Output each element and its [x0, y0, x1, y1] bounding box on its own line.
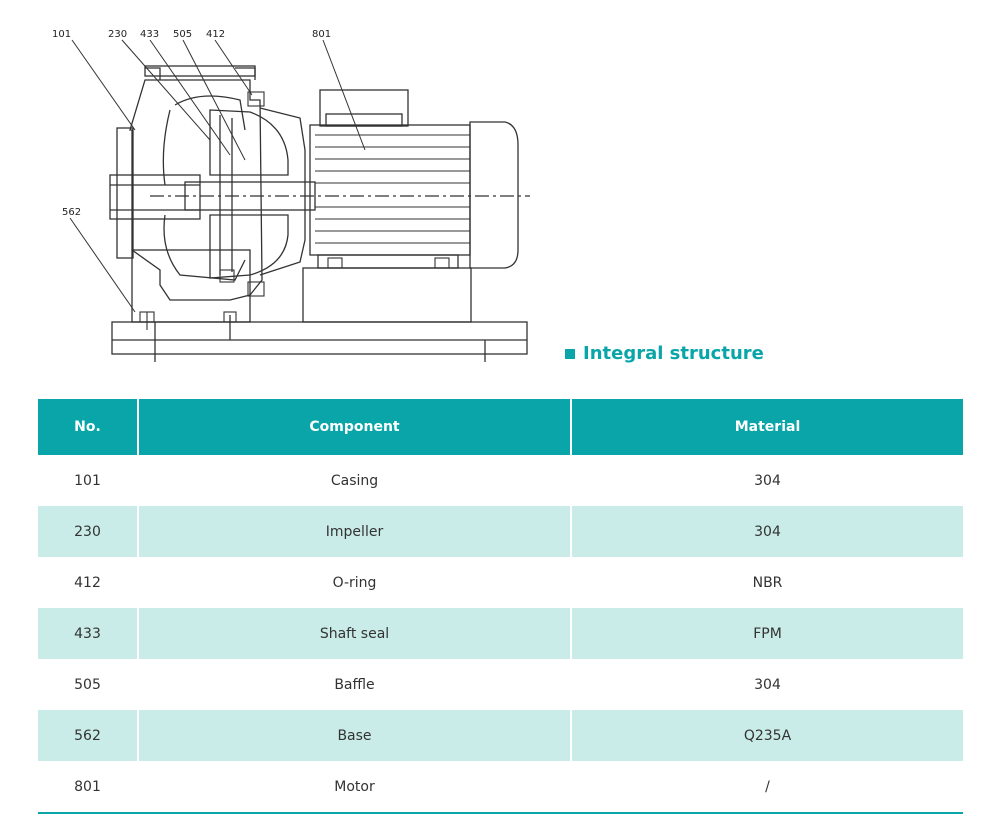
callout-505: 505 — [173, 29, 192, 40]
motor-body — [309, 124, 471, 256]
table-row: 562 Base Q235A — [38, 710, 963, 761]
cell-component: Impeller — [137, 506, 571, 557]
cell-no: 230 — [38, 506, 138, 557]
callout-101: 101 — [52, 29, 71, 40]
table-row: 433 Shaft seal FPM — [38, 608, 963, 659]
header-no: No. — [38, 399, 138, 455]
header-material: Material — [570, 399, 963, 455]
section-title-text: Integral structure — [583, 343, 764, 364]
impeller-outline — [209, 109, 289, 176]
table-row: 101 Casing 304 — [38, 455, 963, 506]
cell-component: O-ring — [137, 557, 571, 608]
base-plate — [111, 321, 528, 355]
square-bullet-icon — [565, 348, 575, 359]
cell-component: Shaft seal — [137, 608, 571, 659]
cell-material: FPM — [570, 608, 963, 659]
cell-material: 304 — [570, 455, 963, 506]
cell-no: 433 — [38, 608, 138, 659]
pump-cross-section-drawing: 101 230 433 505 412 801 562 — [52, 29, 530, 362]
cell-no: 562 — [38, 710, 138, 761]
cell-material: / — [570, 761, 963, 812]
cell-material: 304 — [570, 659, 963, 710]
section-title: Integral structure — [565, 343, 764, 364]
callout-433: 433 — [140, 29, 159, 40]
cell-component: Casing — [137, 455, 571, 506]
table-header-row: No. Component Material — [38, 399, 963, 455]
cell-material: Q235A — [570, 710, 963, 761]
callout-801: 801 — [312, 29, 331, 40]
callout-562: 562 — [62, 207, 81, 218]
cell-component: Baffle — [137, 659, 571, 710]
cell-no: 412 — [74, 574, 101, 591]
table-row: 412 O-ring NBR — [38, 557, 963, 608]
table-row: 801 Motor / — [38, 761, 963, 812]
fan-cover — [469, 121, 519, 269]
table-row: 230 Impeller 304 — [38, 506, 963, 557]
table-row: 505 Baffle 304 — [38, 659, 963, 710]
parts-table: No. Component Material 101 Casing 304 23… — [38, 399, 963, 812]
pump-casing-outline — [129, 79, 263, 301]
cell-component: Base — [137, 710, 571, 761]
table-bottom-rule — [38, 812, 963, 814]
cell-material: NBR — [570, 557, 963, 608]
cell-no: 505 — [74, 676, 101, 693]
callout-230: 230 — [108, 29, 127, 40]
cell-no: 801 — [74, 778, 101, 795]
cell-component: Motor — [137, 761, 571, 812]
terminal-box — [319, 89, 409, 127]
cell-no: 101 — [74, 472, 101, 489]
cell-material: 304 — [570, 506, 963, 557]
callout-412: 412 — [206, 29, 225, 40]
header-component: Component — [137, 399, 571, 455]
